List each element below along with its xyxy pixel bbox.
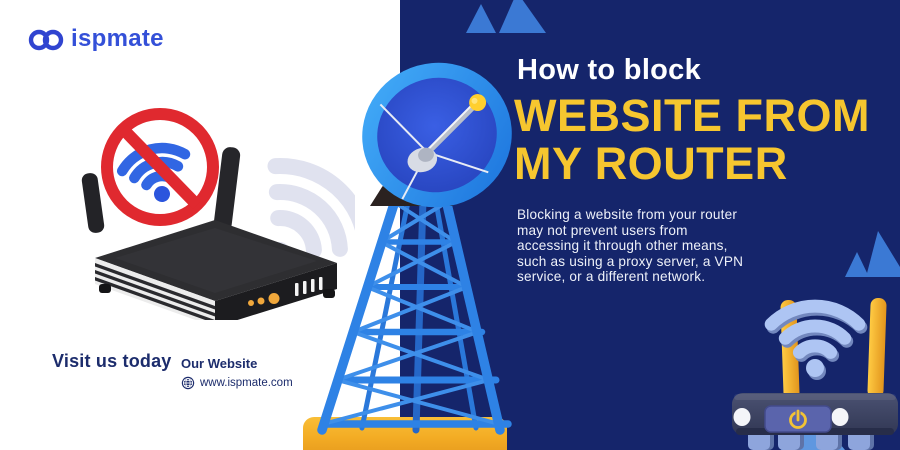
router-antenna-left [81, 173, 105, 233]
headline-body: Blocking a website from your router may … [517, 207, 744, 285]
brand-name: ispmate [71, 25, 164, 52]
router-antenna-right [867, 298, 887, 398]
rear-router-illustration [732, 298, 898, 450]
website-block: Our Website www.ispmate.com [181, 356, 293, 390]
website-label: Our Website [181, 356, 258, 371]
infinity-icon [28, 29, 64, 51]
power-icon [789, 409, 807, 429]
satellite-dish-icon [362, 62, 512, 208]
router-body [732, 393, 898, 435]
lattice-tower [317, 183, 512, 435]
website-url: www.ispmate.com [200, 377, 293, 389]
wifi-signal-blue-icon [764, 299, 868, 380]
signal-tower-illustration [303, 62, 512, 450]
brand-logo: ispmate [28, 26, 164, 54]
blocked-router-illustration [81, 108, 355, 320]
router-antenna-right [213, 147, 241, 232]
headline-eyebrow: How to block [517, 54, 702, 86]
no-wifi-icon [101, 108, 219, 226]
visit-us-text: Visit us today [52, 351, 172, 371]
globe-icon [181, 376, 195, 390]
website-url-row: www.ispmate.com [181, 376, 293, 390]
headline-title: WEBSITE FROM MY ROUTER [514, 90, 870, 189]
router-3d [81, 147, 337, 320]
